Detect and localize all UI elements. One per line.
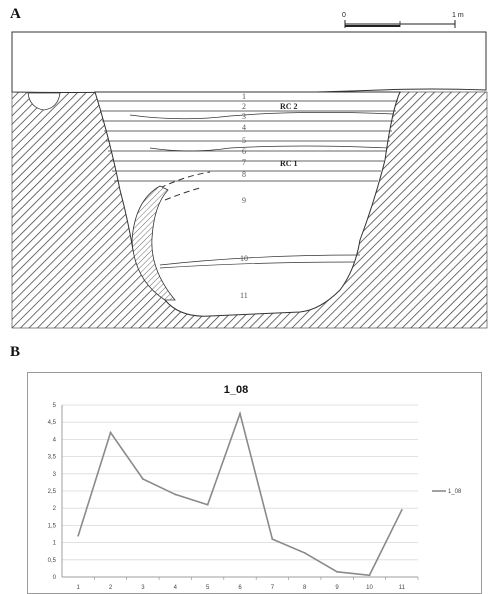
- x-tick-label: 2: [109, 585, 113, 591]
- layer-label-3: 3: [242, 112, 246, 121]
- chart-gridlines: [61, 404, 418, 578]
- data-point: [77, 534, 80, 537]
- y-tick-label: 0: [53, 575, 57, 581]
- layer-label-5: 5: [242, 136, 246, 145]
- data-point: [142, 478, 144, 480]
- x-tick-label: 10: [366, 585, 373, 591]
- pit-fill: [94, 91, 401, 317]
- layer-label-8: 8: [242, 170, 246, 179]
- layer-label-6: 6: [242, 147, 246, 156]
- chart-series: [77, 410, 403, 577]
- x-tick-label: 9: [335, 585, 339, 591]
- panel-a-label: A: [10, 6, 21, 22]
- scale-bar: [344, 20, 456, 28]
- legend-label: 1_08: [448, 489, 462, 495]
- scale-end-label: 1 m: [452, 12, 464, 19]
- dashed-boundary: [159, 171, 211, 189]
- y-tick-label: 2: [53, 506, 57, 512]
- data-point: [206, 503, 209, 506]
- layer-label-9: 9: [242, 196, 246, 205]
- dashed-boundary-lower: [164, 187, 201, 201]
- layer-label-10: 10: [240, 254, 248, 263]
- scale-start-label: 0: [342, 12, 346, 19]
- y-tick-label: 3: [53, 472, 57, 478]
- rc2-label: RC 2: [280, 102, 298, 111]
- chart-title: 1_08: [224, 384, 248, 396]
- y-tick-label: 3,5: [48, 455, 57, 461]
- y-axis-ticks: 0 0,5 1 1,5 2 2,5 3 3,5 4 4,5 5: [48, 403, 57, 581]
- data-point: [239, 412, 241, 415]
- panel-b-label: B: [10, 344, 21, 360]
- x-tick-label: 6: [238, 585, 242, 591]
- layer-lines: [98, 100, 398, 269]
- y-tick-label: 5: [53, 403, 57, 409]
- y-tick-label: 1: [53, 541, 57, 547]
- y-tick-label: 2,5: [48, 489, 57, 495]
- line-chart-panel: 1_08 0 0,5 1 1,5 2 2,5 3 3,5 4 4,5 5 1 2 3 4 5 6 7 8 9 10 11…: [27, 372, 482, 594]
- rc1-label: RC 1: [280, 159, 298, 168]
- x-tick-label: 5: [206, 585, 210, 591]
- y-tick-label: 0,5: [48, 558, 57, 564]
- data-point: [400, 509, 403, 511]
- stratigraphic-section: 0 1 m 1 2 3 4 5 6 7 8 9 10 11 RC 2 RC 1: [11, 12, 488, 329]
- layer-label-7: 7: [242, 158, 246, 167]
- x-tick-label: 8: [303, 585, 307, 591]
- chart-legend: 1_08: [432, 489, 462, 495]
- small-pit: [27, 92, 61, 111]
- x-tick-label: 7: [271, 585, 275, 591]
- y-tick-label: 1,5: [48, 523, 57, 529]
- line-chart: 1_08 0 0,5 1 1,5 2 2,5 3 3,5 4 4,5 5 1 2 3 4 5 6 7 8 9 10 11…: [48, 384, 462, 591]
- top-soil-layer: [11, 31, 487, 94]
- x-tick-label: 11: [399, 585, 406, 591]
- series-line: [77, 410, 403, 577]
- data-point: [303, 552, 306, 554]
- layer-label-1: 1: [242, 92, 246, 101]
- data-point: [271, 538, 274, 541]
- data-point: [109, 431, 112, 434]
- x-tick-label: 1: [77, 585, 81, 591]
- x-axis-ticks: 1 2 3 4 5 6 7 8 9 10 11: [77, 577, 419, 591]
- y-tick-label: 4,5: [48, 420, 57, 426]
- layer-label-2: 2: [242, 102, 246, 111]
- x-tick-label: 4: [174, 585, 178, 591]
- layer-label-4: 4: [242, 123, 246, 132]
- data-point: [336, 570, 338, 573]
- side-deposit: [131, 185, 176, 301]
- x-tick-label: 3: [141, 585, 145, 591]
- layer-label-11: 11: [240, 291, 248, 300]
- data-point: [368, 574, 371, 577]
- data-point: [174, 493, 177, 496]
- y-tick-label: 4: [53, 437, 57, 443]
